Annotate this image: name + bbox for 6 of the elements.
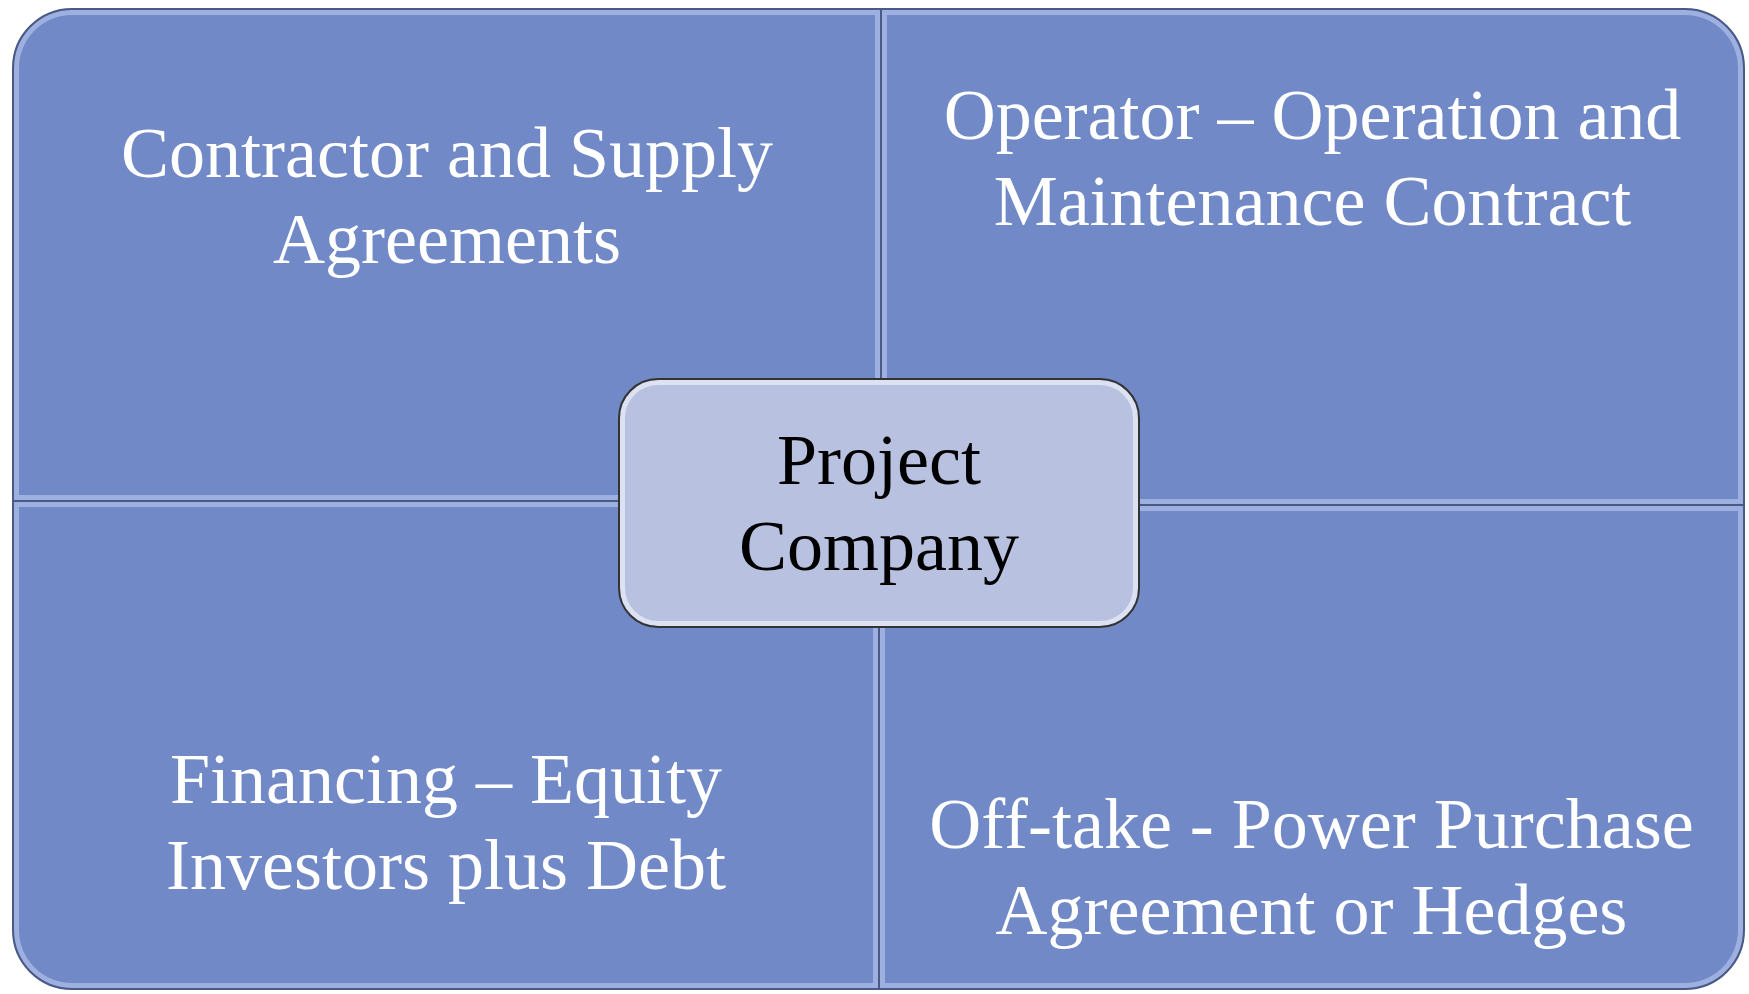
- center-box: [618, 378, 1140, 628]
- panel-label: Off-take - Power Purchase Agreement or Hedges: [928, 783, 1695, 952]
- panel-label: Operator – Operation and Maintenance Contract: [942, 74, 1683, 243]
- center-label: Project Company: [738, 419, 1020, 588]
- panel-label: Contractor and Supply Agreements: [120, 112, 774, 281]
- panel-label: Financing – Equity Investors plus Debt: [165, 738, 727, 907]
